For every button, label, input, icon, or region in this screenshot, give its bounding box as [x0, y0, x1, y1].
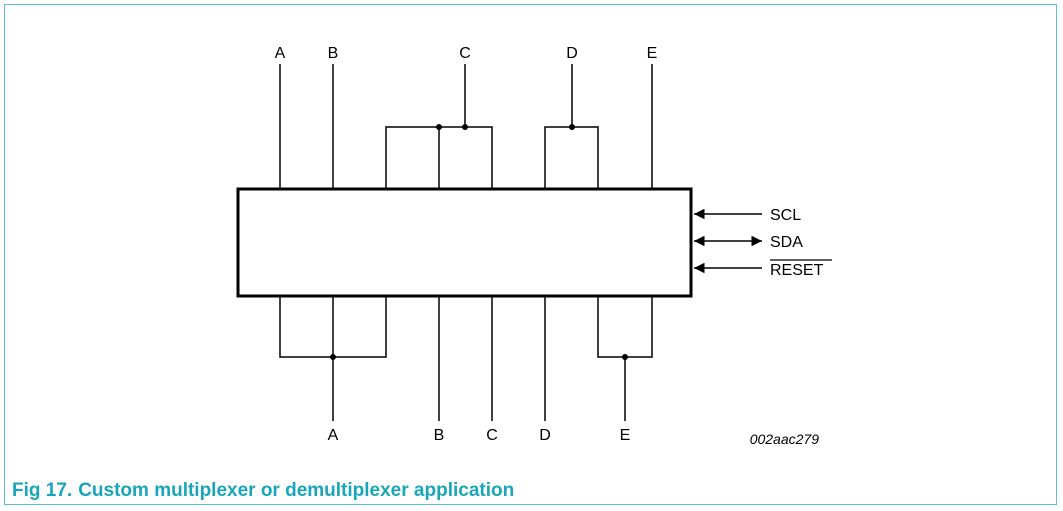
device-block	[236, 187, 693, 298]
top-label-d: D	[566, 45, 578, 62]
bottom-label-b: B	[434, 427, 445, 444]
bottom-label-a: A	[328, 427, 339, 444]
top-label-c: C	[459, 45, 471, 62]
top-label-b: B	[328, 45, 339, 62]
figure-frame	[4, 4, 1057, 505]
junction-dot	[569, 124, 575, 130]
top-label-e: E	[647, 45, 658, 62]
scl-label: SCL	[770, 207, 801, 224]
junction-dot	[462, 124, 468, 130]
bottom-wiring	[279, 296, 653, 421]
top-wiring	[279, 64, 653, 189]
figure-reference: 002aac279	[750, 431, 820, 447]
junction-dot	[436, 124, 442, 130]
bottom-label-d: D	[539, 427, 551, 444]
junction-dot	[330, 354, 336, 360]
junction-dot	[622, 354, 628, 360]
control-lines	[694, 208, 762, 274]
top-label-a: A	[275, 45, 286, 62]
figure-title: Custom multiplexer or demultiplexer appl…	[78, 480, 515, 501]
figure-number: Fig 17.	[12, 480, 73, 501]
reset-label: RESET	[770, 262, 824, 279]
sda-label: SDA	[770, 234, 803, 251]
bottom-label-c: C	[486, 427, 498, 444]
bottom-label-e: E	[620, 427, 631, 444]
figure-caption: Fig 17.Custom multiplexer or demultiplex…	[12, 480, 514, 502]
